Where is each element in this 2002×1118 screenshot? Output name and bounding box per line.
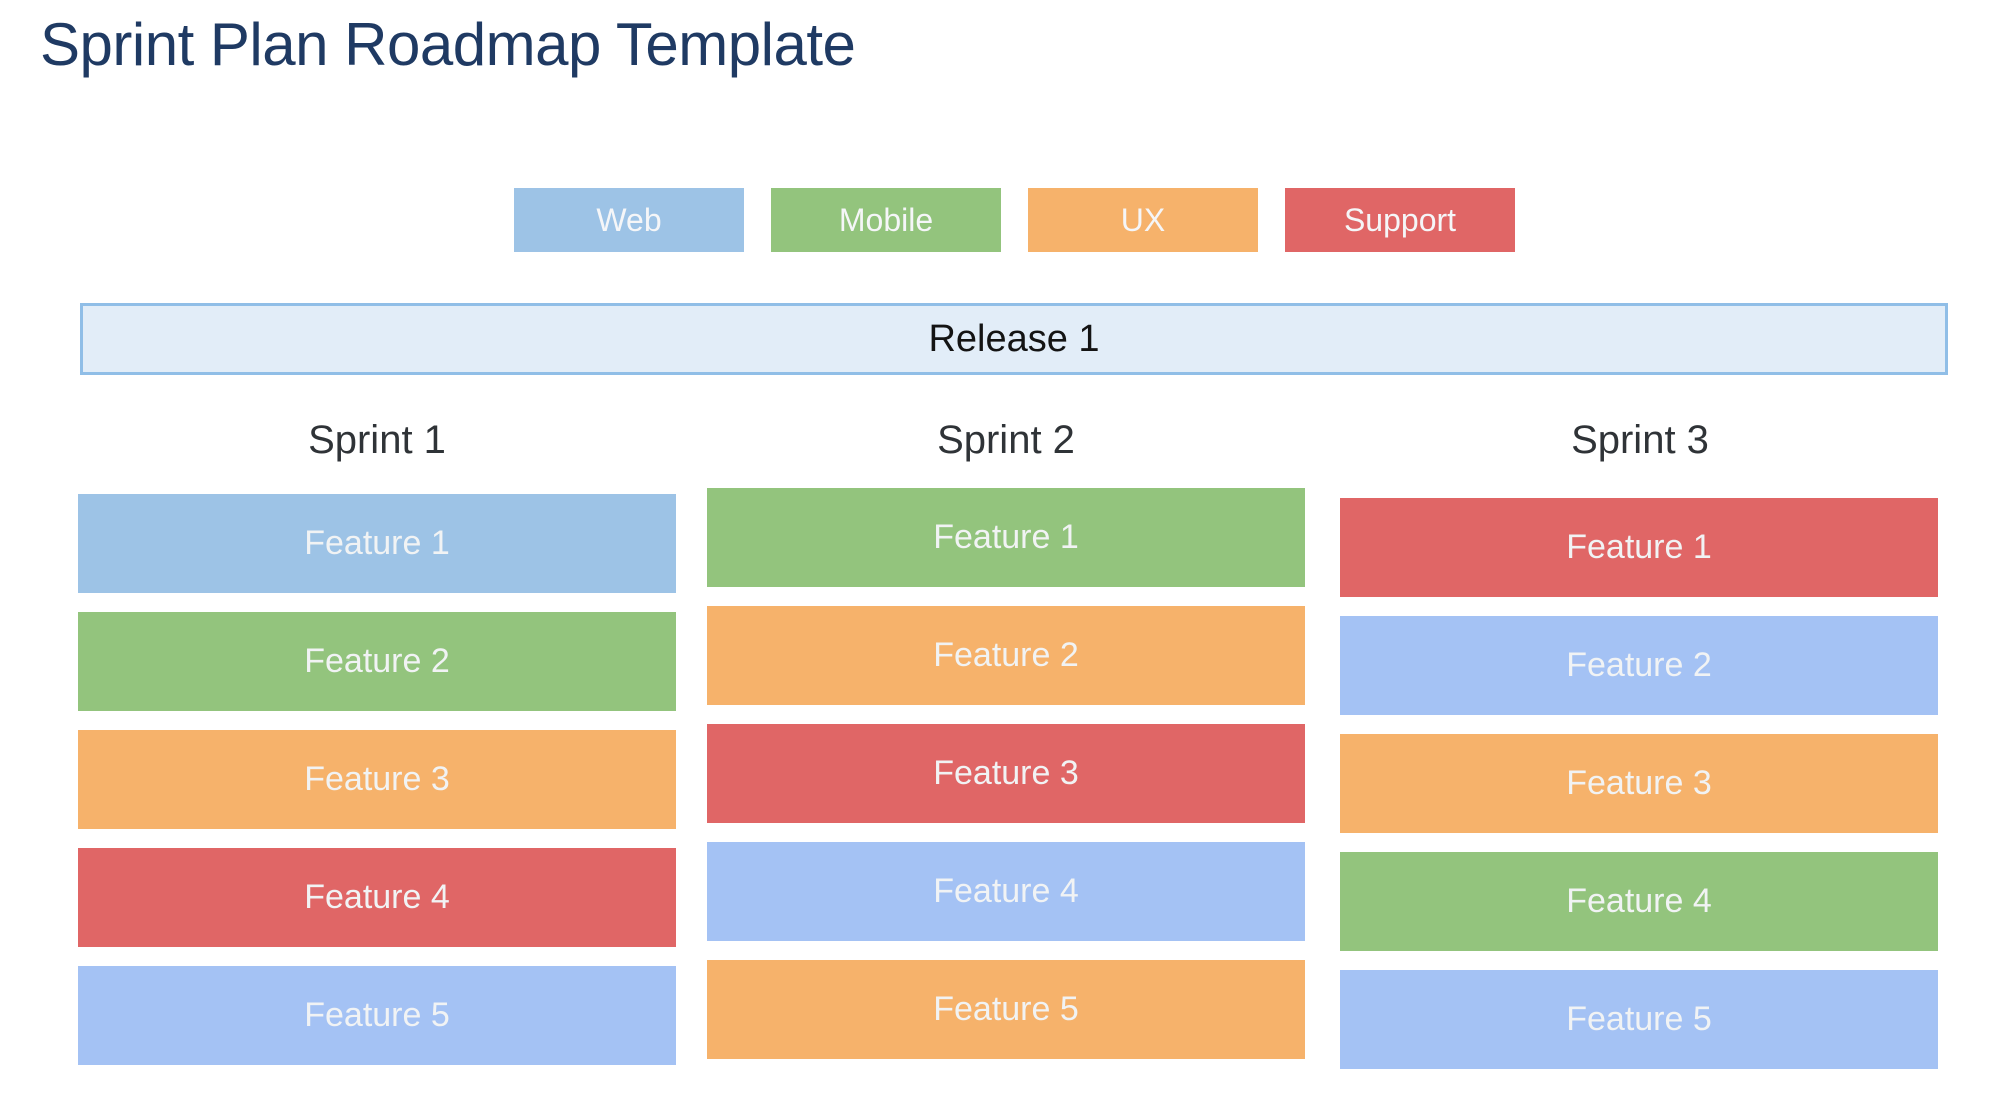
feature-bar: Feature 2 [1340, 616, 1938, 715]
page-title: Sprint Plan Roadmap Template [40, 11, 856, 78]
legend: Web Mobile UX Support [514, 188, 1515, 252]
feature-bar: Feature 4 [707, 842, 1305, 941]
feature-bar: Feature 3 [1340, 734, 1938, 833]
feature-bar: Feature 5 [78, 966, 676, 1065]
feature-bar: Feature 5 [1340, 970, 1938, 1069]
feature-bar: Feature 3 [78, 730, 676, 829]
sprint-3-column: Feature 1 Feature 2 Feature 3 Feature 4 … [1340, 498, 1938, 1088]
legend-item-web: Web [514, 188, 744, 252]
feature-bar: Feature 2 [707, 606, 1305, 705]
sprint-2-column: Feature 1 Feature 2 Feature 3 Feature 4 … [707, 488, 1305, 1078]
sprint-2-header: Sprint 2 [937, 418, 1075, 462]
feature-bar: Feature 2 [78, 612, 676, 711]
feature-bar: Feature 1 [78, 494, 676, 593]
sprint-1-header: Sprint 1 [308, 418, 446, 462]
feature-bar: Feature 5 [707, 960, 1305, 1059]
release-banner: Release 1 [80, 303, 1948, 375]
sprint-3-header: Sprint 3 [1571, 418, 1709, 462]
legend-item-ux: UX [1028, 188, 1258, 252]
feature-bar: Feature 1 [1340, 498, 1938, 597]
feature-bar: Feature 3 [707, 724, 1305, 823]
legend-item-support: Support [1285, 188, 1515, 252]
feature-bar: Feature 4 [78, 848, 676, 947]
feature-bar: Feature 1 [707, 488, 1305, 587]
feature-bar: Feature 4 [1340, 852, 1938, 951]
sprint-1-column: Feature 1 Feature 2 Feature 3 Feature 4 … [78, 494, 676, 1084]
legend-item-mobile: Mobile [771, 188, 1001, 252]
